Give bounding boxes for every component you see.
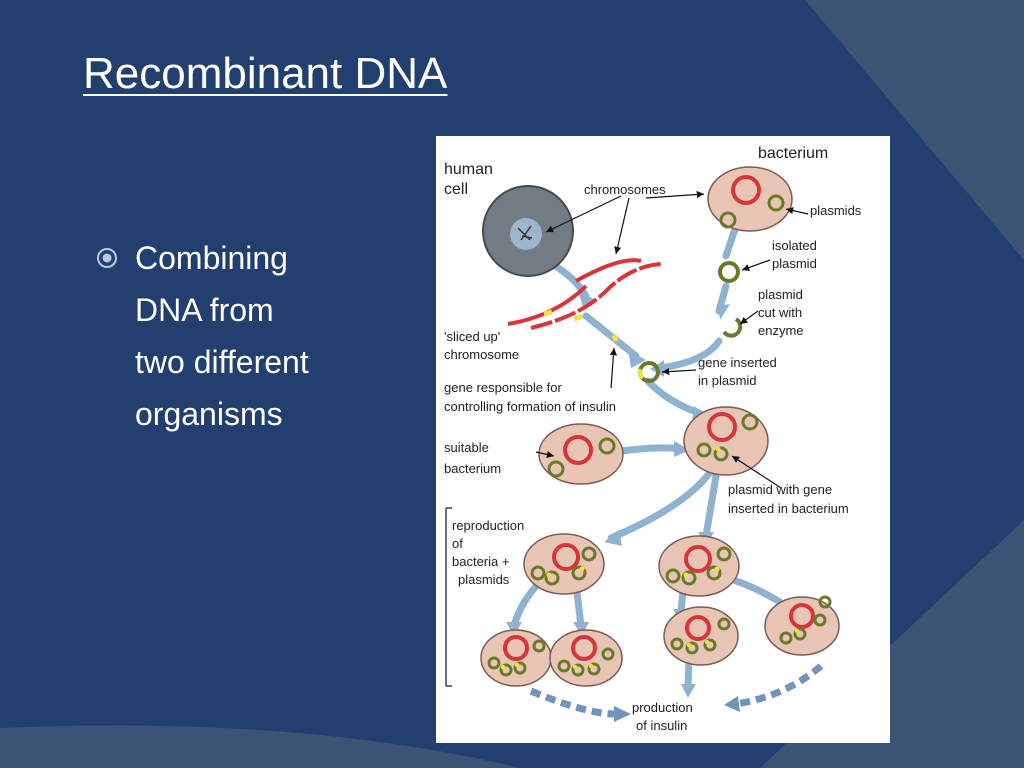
reproduction-label: plasmids xyxy=(458,572,510,587)
reproduction-label: reproduction xyxy=(452,518,524,533)
bullet-item: Combining DNA from two different organis… xyxy=(96,232,396,440)
circle-dot-bullet-icon xyxy=(97,248,117,268)
granddaughter-bacterium xyxy=(764,595,840,656)
gene-inserted-label: gene inserted xyxy=(698,355,777,370)
daughter-bacterium xyxy=(523,533,605,595)
cut-plasmid xyxy=(722,317,743,338)
sliced-chromosome-label: chromosome xyxy=(444,347,519,362)
granddaughter-bacterium xyxy=(480,629,552,687)
bullet-line: two different xyxy=(135,344,309,380)
recombinant-plasmid xyxy=(637,361,660,383)
human-cell xyxy=(482,185,574,277)
suitable-bacterium-label: suitable xyxy=(444,440,489,455)
granddaughter-bacterium xyxy=(663,606,739,666)
chromosomes-label: chromosomes xyxy=(584,182,666,197)
suitable-bacterium-label: bacterium xyxy=(444,461,501,476)
bullet-line: organisms xyxy=(135,396,283,432)
plasmids-label: plasmids xyxy=(810,203,862,218)
plasmid-with-gene-label: plasmid with gene xyxy=(728,482,832,497)
suitable-bacterium xyxy=(538,423,624,485)
plasmid-with-gene-label: inserted in bacterium xyxy=(728,501,849,516)
transformed-bacterium xyxy=(683,406,769,476)
production-label: production xyxy=(632,700,693,715)
reproduction-label: of xyxy=(452,536,463,551)
corner-band-bottom-left xyxy=(0,725,520,768)
plasmid-cut-label: cut with xyxy=(758,305,802,320)
recombinant-dna-diagram: human cell bacterium chromosomes plasmid… xyxy=(436,136,890,743)
gene-responsible-label: gene responsible for xyxy=(444,380,562,395)
slide-title: Recombinant DNA xyxy=(83,49,448,98)
gene-inserted-label: in plasmid xyxy=(698,373,757,388)
reproduction-label: bacteria + xyxy=(452,554,509,569)
isolated-plasmid-label: isolated xyxy=(772,238,817,253)
plasmid-cut-label: enzyme xyxy=(758,323,804,338)
plasmid-cut-label: plasmid xyxy=(758,287,803,302)
bullet-line: Combining xyxy=(135,240,288,276)
isolated-plasmid-label: plasmid xyxy=(772,256,817,271)
daughter-bacterium xyxy=(658,535,740,597)
label-pointers xyxy=(445,190,809,687)
production-label: of insulin xyxy=(636,718,687,733)
corner-band-top xyxy=(805,0,1024,260)
dashed-production-arrows xyxy=(529,663,824,718)
chromosomes-strands xyxy=(507,258,662,342)
bullet-list: Combining DNA from two different organis… xyxy=(96,232,396,440)
sliced-chromosome-label: 'sliced up' xyxy=(444,329,500,344)
human-cell-label: human xyxy=(444,161,493,178)
isolated-plasmid xyxy=(718,261,740,283)
human-cell-label: cell xyxy=(444,181,468,198)
granddaughter-bacterium xyxy=(549,629,623,687)
bullet-line: DNA from xyxy=(135,292,274,328)
bacterium-label: bacterium xyxy=(758,145,828,162)
gene-responsible-label: controlling formation of insulin xyxy=(444,399,616,414)
bacterium-source xyxy=(707,166,793,232)
